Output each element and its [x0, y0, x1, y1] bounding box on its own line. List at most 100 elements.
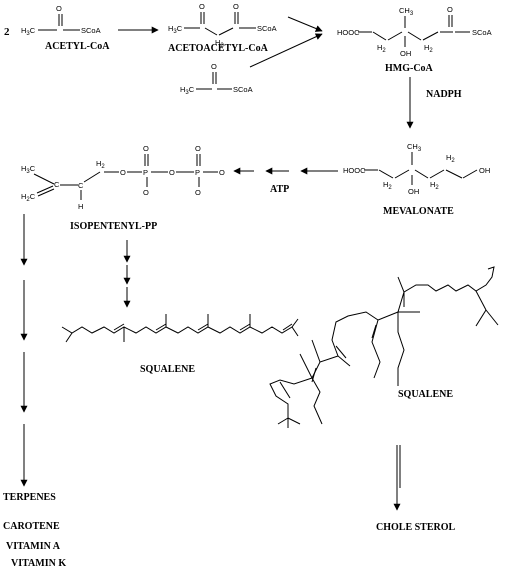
atom-c: C	[54, 180, 60, 189]
acetyl-coa-second-structure: H3C O SCoA	[180, 62, 253, 96]
methyl-branch	[475, 290, 487, 311]
atom-o: O	[56, 4, 62, 13]
atom-scoa: SCoA	[257, 24, 277, 33]
double-bond	[197, 323, 209, 331]
atom-h3c: H3C	[21, 26, 36, 37]
atom-scoa: SCoA	[233, 85, 253, 94]
squalene-folded-structure: SQUALENE	[269, 266, 499, 428]
double-bond	[113, 323, 125, 331]
atom-h2: H2	[377, 43, 386, 54]
squalene-linear-label: SQUALENE	[140, 364, 195, 375]
double-bond	[37, 188, 55, 197]
folded-chain-mid	[331, 311, 379, 367]
atom-o: O	[169, 168, 175, 177]
bond	[407, 31, 422, 41]
arrow-to-hmg-coa	[287, 16, 323, 32]
acetoacetyl-coa-label: ACETOACETYL-CoA	[168, 43, 269, 54]
atom-h3c: H3C	[168, 24, 183, 35]
atom-scoa: SCoA	[81, 26, 101, 35]
atom-oh: OH	[400, 49, 411, 58]
nadph-label: NADPH	[426, 89, 462, 100]
atom-hooc: HOOC	[343, 166, 366, 175]
double-bond	[36, 185, 54, 194]
double-bond	[335, 345, 347, 359]
atom-o: O	[120, 168, 126, 177]
bond	[462, 169, 478, 179]
squalene-folded-label: SQUALENE	[398, 389, 453, 400]
atom-h3c: H3C	[180, 85, 195, 96]
atom-p: P	[143, 168, 148, 177]
hmg-coa-structure: HOOC H2 CH3 OH H2 O SCoA HMG-CoA	[337, 5, 492, 74]
atom-h2: H2	[430, 180, 439, 191]
atom-h2c: H2C	[21, 192, 36, 203]
acetoacetyl-coa-structure: H3C O H2 O SCoA ACETOACETYL-CoA	[168, 2, 277, 54]
folded-chain-left	[311, 355, 339, 425]
bond	[414, 169, 429, 179]
double-bond	[371, 324, 377, 339]
methyl-branch	[287, 417, 301, 425]
bond	[394, 169, 410, 179]
acetyl-coa-structure: 2 H3C O SCoA ACETYL-CoA	[4, 4, 110, 52]
bond	[378, 169, 394, 179]
double-bond	[155, 323, 167, 331]
atom-h2: H2	[446, 153, 455, 164]
atom-o: O	[233, 2, 239, 11]
atom-scoa: SCoA	[472, 28, 492, 37]
bond	[33, 173, 55, 185]
squalene-chain	[61, 318, 299, 334]
atom-o: O	[143, 188, 149, 197]
methyl-branch	[65, 332, 73, 343]
atom-h2: H2	[215, 38, 224, 49]
carotene-label: CAROTENE	[3, 521, 60, 532]
atom-h2: H2	[424, 43, 433, 54]
hmg-coa-label: HMG-CoA	[385, 63, 434, 74]
atom-o: O	[199, 2, 205, 11]
double-bond	[282, 323, 293, 331]
atom-oh: OH	[479, 166, 490, 175]
methyl-branch	[311, 339, 321, 363]
isopentenyl-pp-structure: H3C C H2C C H H2 O P O O O P O O O ISOPE…	[21, 144, 225, 232]
atom-c: C	[78, 181, 84, 190]
atom-h2: H2	[383, 180, 392, 191]
double-bond	[239, 323, 251, 331]
methyl-branch	[485, 309, 499, 326]
vitamin-a-label: VITAMIN A	[6, 541, 61, 552]
bond	[422, 31, 439, 41]
atom-ch3: CH3	[399, 6, 414, 17]
arrow-acetyl-to-hmg-coa	[249, 33, 323, 68]
atom-o: O	[447, 5, 453, 14]
methyl-branch	[475, 309, 487, 327]
bond	[83, 171, 101, 183]
methyl-branch	[291, 326, 299, 337]
bond	[204, 27, 218, 36]
double-bond	[279, 381, 291, 399]
atom-hooc: HOOC	[337, 28, 360, 37]
bond	[445, 169, 463, 179]
folded-ring-right	[371, 311, 399, 379]
atom-h2: H2	[96, 159, 105, 170]
atp-label: ATP	[270, 184, 289, 195]
isopentenyl-pp-label: ISOPENTENYL-PP	[70, 221, 157, 232]
atom-o: O	[211, 62, 217, 71]
atom-oh: OH	[408, 187, 419, 196]
double-bond	[311, 367, 317, 383]
stoichiometric-coefficient: 2	[4, 26, 10, 38]
vitamin-k-label: VITAMIN K	[11, 558, 66, 569]
terpenes-label: TERPENES	[3, 492, 56, 503]
atom-p: P	[195, 168, 200, 177]
mevalonate-label: MEVALONATE	[383, 206, 454, 217]
atom-ch3: CH3	[407, 142, 422, 153]
atom-o: O	[195, 144, 201, 153]
bond	[387, 31, 403, 41]
bond	[218, 27, 234, 36]
bond	[372, 31, 387, 41]
squalene-linear-structure: SQUALENE	[61, 314, 299, 375]
atom-o: O	[143, 144, 149, 153]
atom-o: O	[219, 168, 225, 177]
folded-chain-top	[397, 266, 495, 293]
folded-chain-bottom	[269, 377, 313, 425]
cholesterol-label: CHOLE STEROL	[376, 522, 456, 533]
atom-o: O	[195, 188, 201, 197]
